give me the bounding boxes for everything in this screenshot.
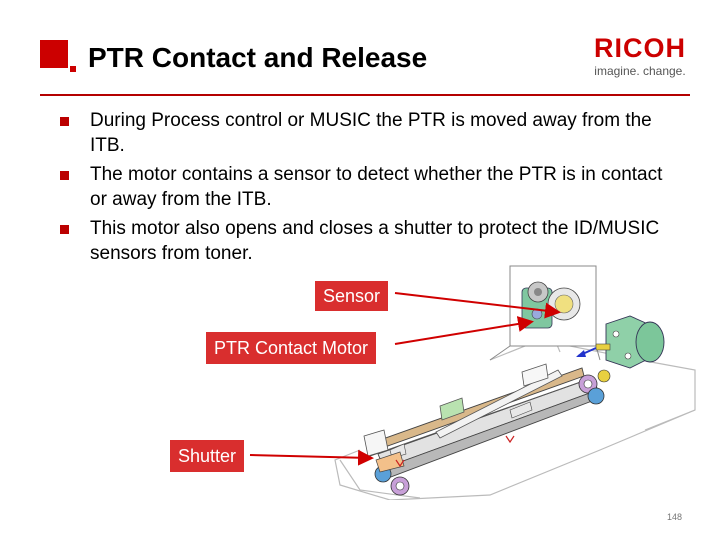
page-number: 148: [667, 512, 683, 522]
shutter-callout: Shutter: [170, 440, 245, 472]
title-divider: [40, 94, 690, 96]
bullet-marker-icon: [60, 117, 69, 126]
title-square-notch: [70, 66, 76, 72]
shutter-plate: [363, 429, 389, 457]
bullet-text: This motor also opens and closes a shutt…: [90, 218, 660, 264]
bullet-marker-icon: [60, 225, 69, 234]
bullet-text: During Process control or MUSIC the PTR …: [90, 110, 652, 156]
ptr-contact-motor-callout: PTR Contact Motor: [206, 332, 377, 364]
title-square-icon: [40, 40, 68, 68]
logo-tagline: imagine. change.: [594, 64, 686, 78]
sensor-arrow: [394, 292, 561, 319]
upper-rail: [435, 363, 563, 439]
bullet-list: During Process control or MUSIC the PTR …: [58, 108, 668, 270]
spring-marks: [395, 435, 515, 468]
shutter-arrow: [249, 449, 374, 466]
bullet-text: The motor contains a sensor to detect wh…: [90, 164, 663, 210]
ptr-mechanism-diagram: [334, 265, 696, 500]
sensor-callout: Sensor: [315, 281, 389, 311]
bullet-item: This motor also opens and closes a shutt…: [58, 216, 668, 266]
ptr-contact-motor: [576, 315, 665, 369]
left-gears: [374, 451, 410, 496]
right-gears: [578, 369, 611, 405]
bullet-item: The motor contains a sensor to detect wh…: [58, 162, 668, 212]
ricoh-logo: RICOH imagine. change.: [585, 34, 695, 78]
bullet-item: During Process control or MUSIC the PTR …: [58, 108, 668, 158]
logo-brand: RICOH: [594, 33, 686, 63]
bullet-marker-icon: [60, 171, 69, 180]
text-cover: [50, 262, 510, 278]
motor-arrow: [394, 316, 534, 345]
page-title: PTR Contact and Release: [88, 42, 428, 73]
